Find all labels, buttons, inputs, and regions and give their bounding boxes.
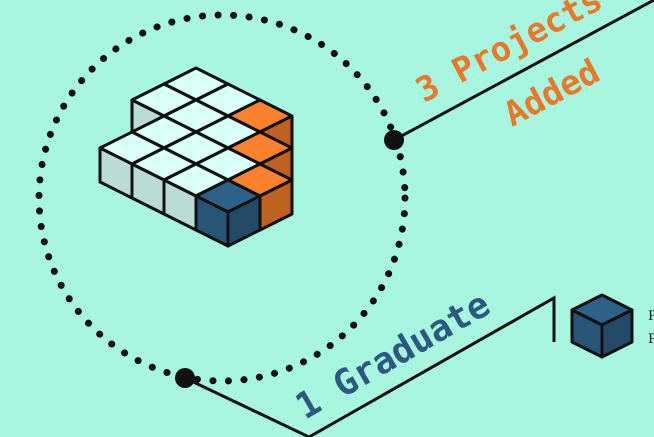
legend-text: P P: [648, 305, 654, 351]
graduate-project-cube: [194, 178, 262, 248]
project-cube-grid: [98, 66, 294, 248]
projects-leader-dot: [384, 130, 404, 150]
legend-line-1: P: [648, 309, 654, 324]
legend-graduate-cube-icon: [570, 293, 634, 359]
projects-leader-line: [393, 0, 654, 142]
graduate-leader-dot: [175, 368, 195, 388]
legend-graduate-cube: [570, 293, 634, 359]
dotted-boundary-circle: [35, 11, 409, 385]
legend-line-2: P: [648, 332, 654, 347]
graduate-leader-line: [184, 295, 556, 437]
